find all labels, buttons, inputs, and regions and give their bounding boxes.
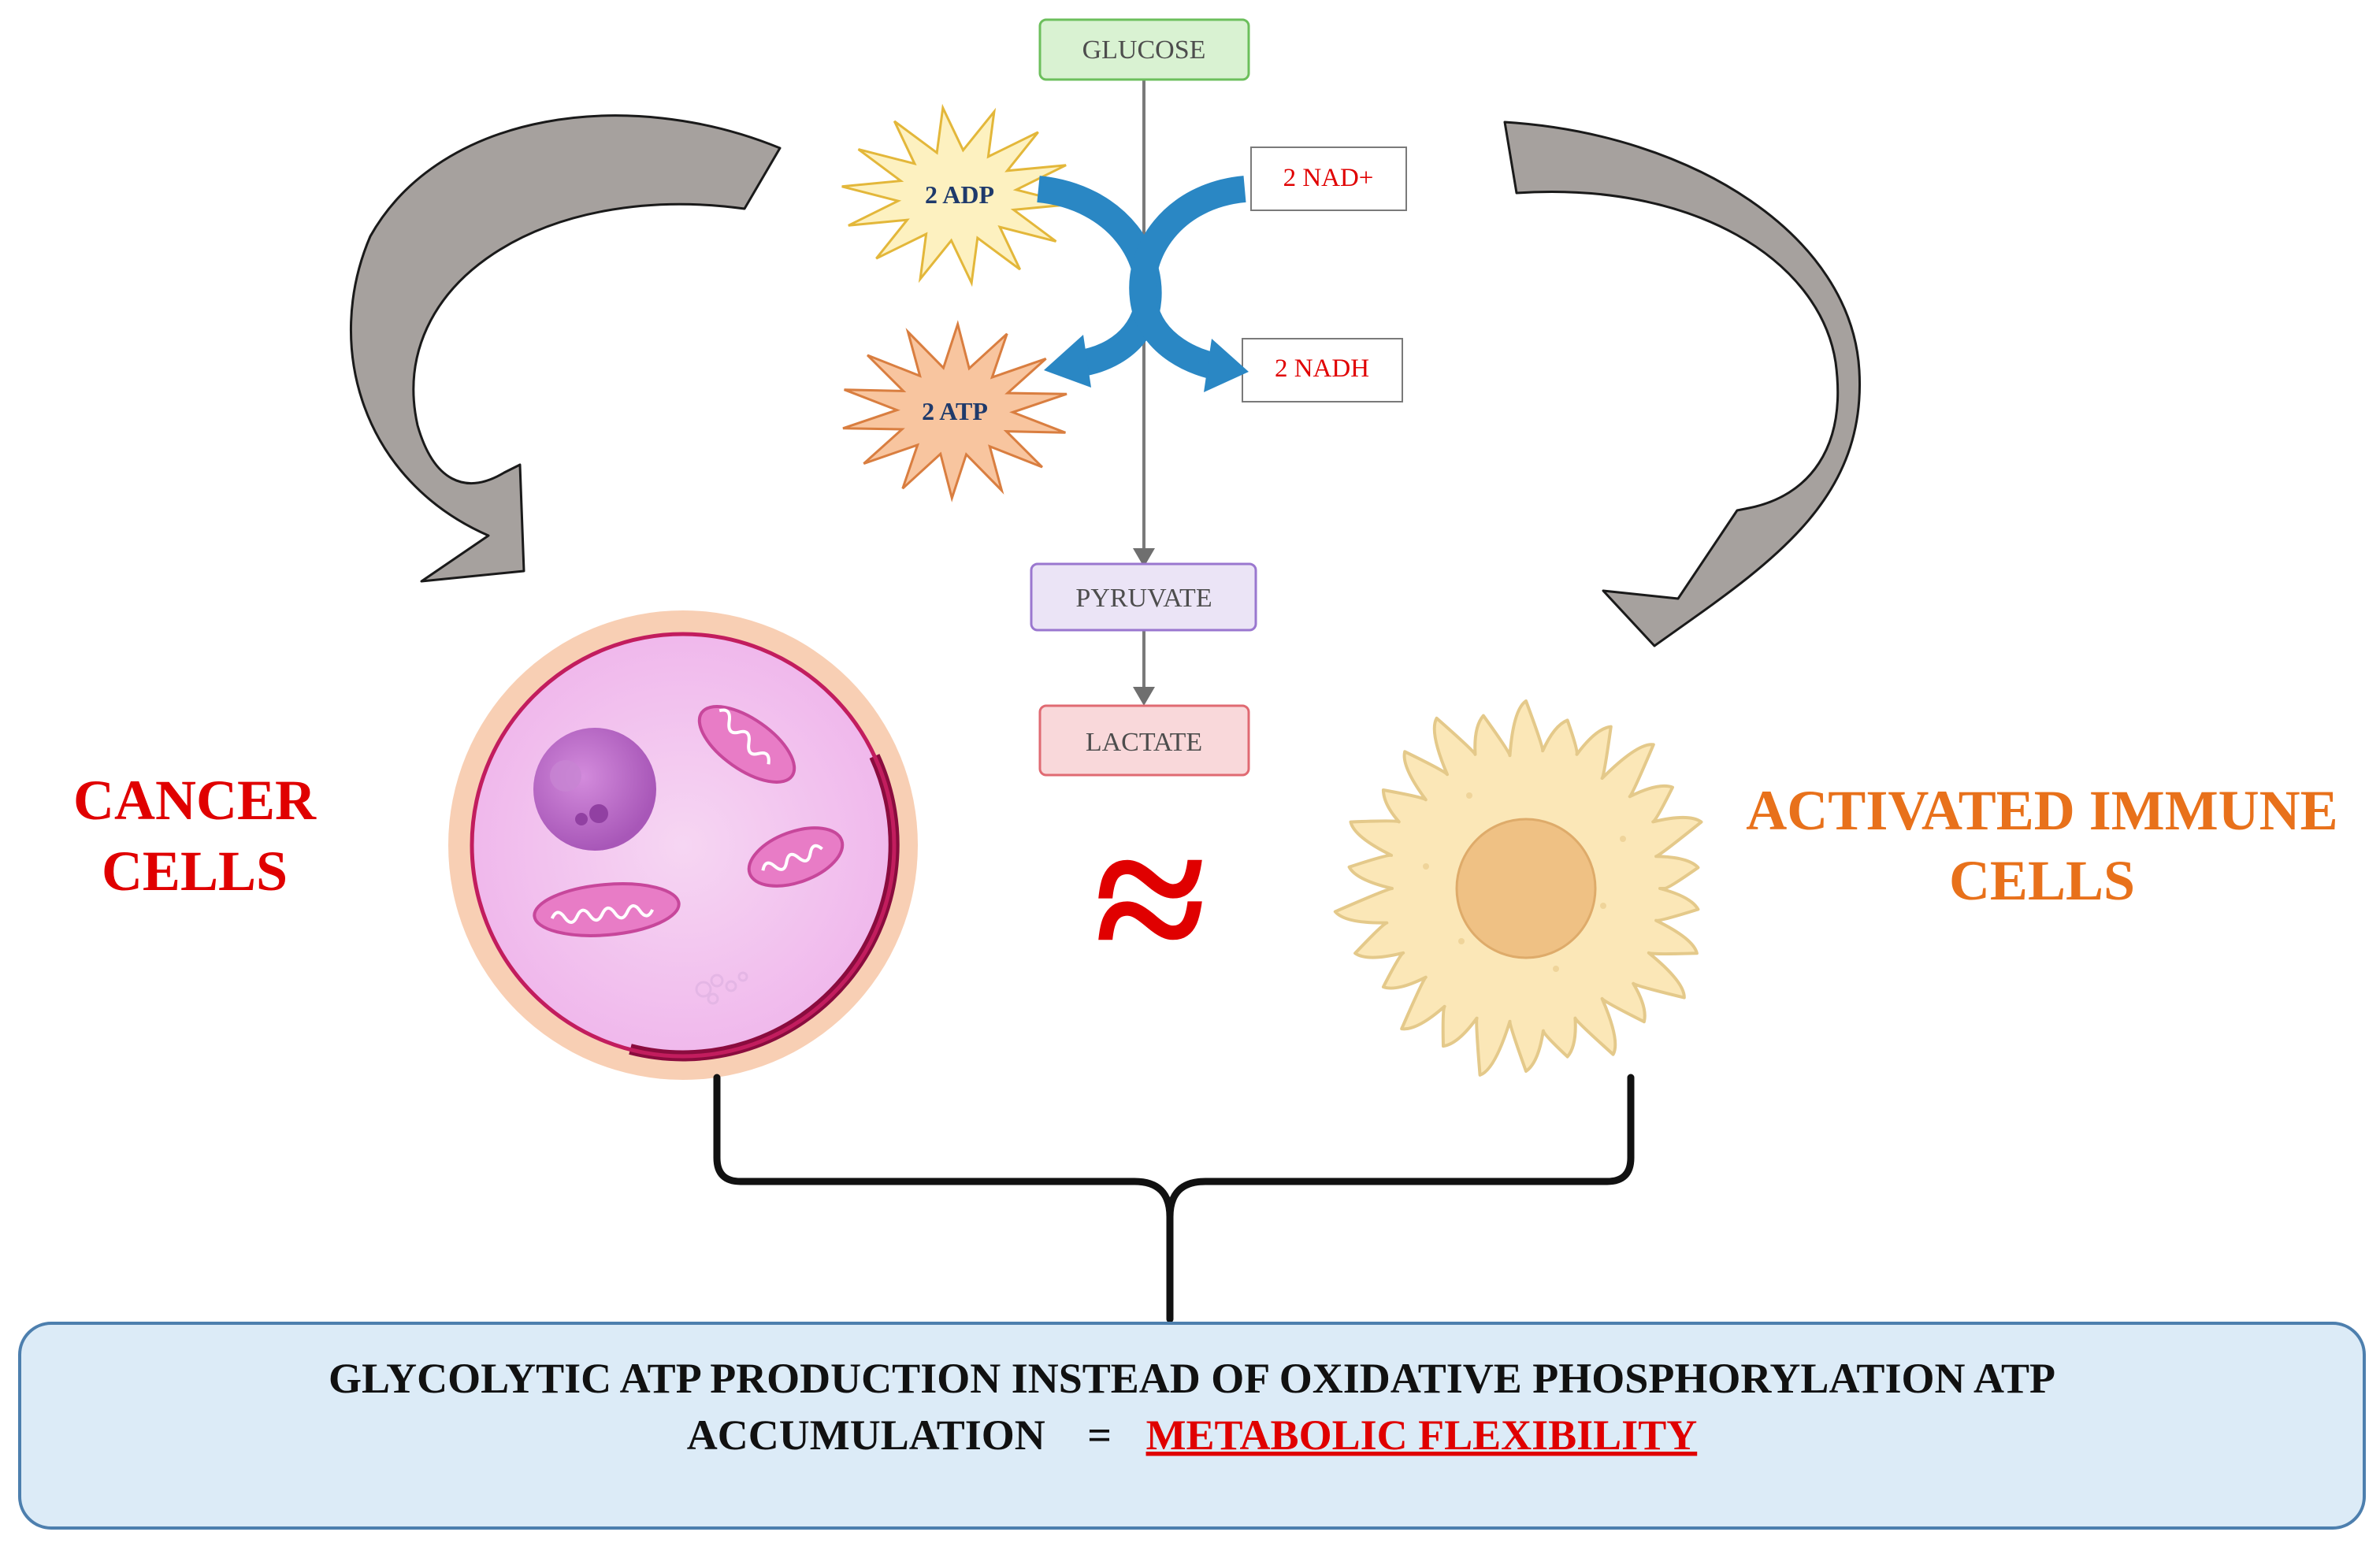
cancer-cells-label-line1: CANCER	[73, 769, 317, 832]
vesicles	[695, 971, 748, 1005]
summary-line2: ACCUMULATION = METABOLIC FLEXIBILITY	[687, 1411, 1697, 1459]
lactate-label: LACTATE	[1086, 728, 1202, 757]
approx-equal-symbol: ≈	[1094, 787, 1207, 1014]
nadh-box: 2 NADH	[1242, 338, 1403, 402]
cancer-cell	[448, 610, 918, 1080]
nad-to-nadh-arrow	[1129, 176, 1249, 392]
atp-starburst: 2 ATP	[842, 320, 1067, 503]
atp-label: 2 ATP	[922, 397, 988, 425]
curly-bracket	[713, 1074, 1635, 1323]
right-curved-arrow	[1503, 121, 1862, 647]
pyruvate-box: PYRUVATE	[1030, 562, 1257, 632]
pathway-arrowhead-lactate	[1133, 687, 1155, 706]
summary-line2-prefix: ACCUMULATION	[687, 1411, 1045, 1459]
left-curved-arrow	[350, 114, 782, 583]
immune-cell-dots	[1423, 792, 1626, 972]
glucose-label: GLUCOSE	[1082, 35, 1206, 65]
mitochondrion	[533, 882, 681, 937]
adp-label: 2 ADP	[925, 180, 994, 209]
nadh-label: 2 NADH	[1275, 354, 1369, 383]
immune-cell	[1333, 699, 1703, 1077]
nad-label: 2 NAD+	[1283, 164, 1374, 192]
nucleus	[533, 728, 656, 851]
glucose-box: GLUCOSE	[1038, 18, 1250, 81]
mitochondrion	[697, 705, 796, 784]
summary-box: GLYCOLYTIC ATP PRODUCTION INSTEAD OF OXI…	[18, 1322, 2366, 1530]
cancer-cells-label-line2: CELLS	[102, 840, 288, 903]
mitochondrion	[747, 826, 845, 888]
lactate-box: LACTATE	[1038, 704, 1250, 777]
immune-cells-label-line1: ACTIVATED IMMUNE	[1746, 779, 2337, 842]
summary-highlight: METABOLIC FLEXIBILITY	[1146, 1411, 1698, 1459]
immune-nucleus	[1455, 818, 1597, 959]
adp-starburst: 2 ADP	[841, 103, 1073, 287]
pyruvate-label: PYRUVATE	[1075, 584, 1212, 613]
nad-box: 2 NAD+	[1250, 147, 1407, 211]
summary-equals: =	[1087, 1411, 1112, 1459]
pathway-arrowhead-pyruvate	[1133, 548, 1155, 567]
immune-cells-label-line2: CELLS	[1949, 849, 2135, 912]
summary-line1: GLYCOLYTIC ATP PRODUCTION INSTEAD OF OXI…	[329, 1355, 2055, 1402]
